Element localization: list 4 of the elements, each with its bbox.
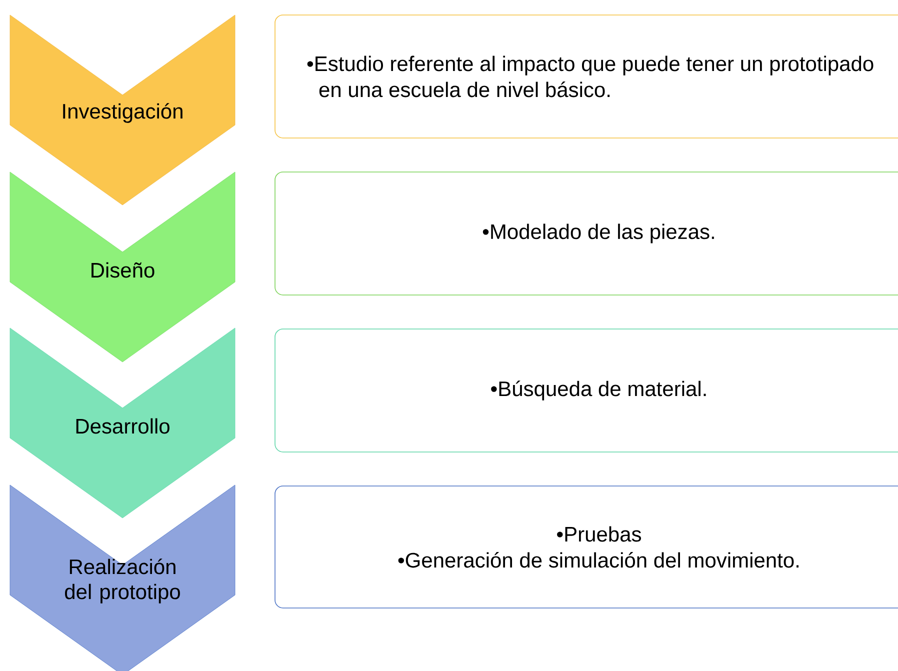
text-box: •Pruebas •Generación de simulación del movimiento. [274, 486, 898, 608]
text-box: •Estudio referente al impacto que puede tener un prototipado en una escuela de nivel básico. [274, 14, 898, 138]
text-box: •Búsqueda de material. [274, 328, 898, 452]
text-box: •Modelado de las piezas. [274, 172, 898, 296]
